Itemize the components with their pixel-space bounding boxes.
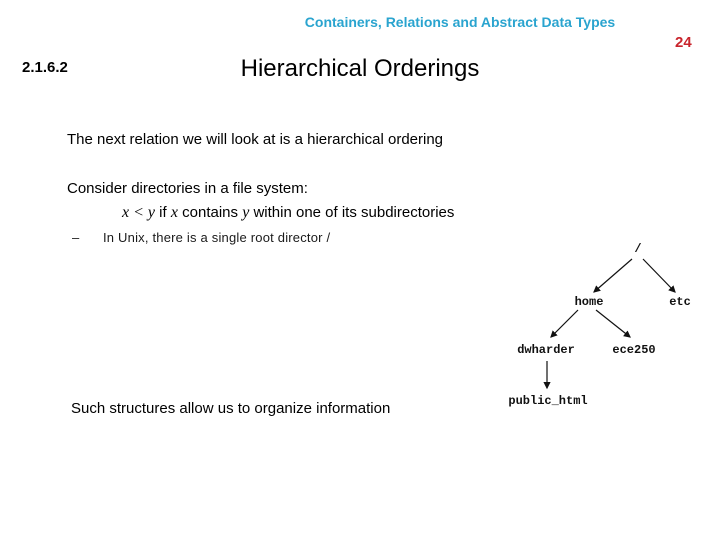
edge-root-etc: [642, 258, 676, 293]
intro-paragraph: The next relation we will look at is a h…: [67, 131, 444, 148]
page-number: 24: [675, 34, 692, 51]
tree-edge-arrows: [543, 258, 676, 390]
directory-tree-diagram: / home etc dwharder ece250 public_html: [500, 236, 710, 416]
section-number: 2.1.6.2: [22, 59, 68, 76]
math-var-y2: y: [242, 204, 250, 221]
math-var-x: x: [122, 204, 130, 221]
tree-node-home: home: [574, 295, 604, 309]
edge-root-home: [593, 258, 633, 293]
tree-node-ece250: ece250: [612, 343, 656, 357]
math-operator-lt: <: [129, 204, 148, 221]
consider-paragraph: Consider directories in a file system:: [67, 180, 308, 197]
tree-node-root: /: [634, 242, 642, 256]
edge-home-ece250: [595, 309, 631, 338]
math-var-y: y: [147, 204, 156, 221]
relation-rest-text: within one of its subdirectories: [249, 204, 455, 221]
bullet-text: In Unix, there is a single root director…: [103, 230, 331, 245]
math-var-x2: x: [170, 204, 178, 221]
relation-word-if: if: [155, 204, 171, 221]
slide-title: Hierarchical Orderings: [240, 55, 480, 82]
course-header: Containers, Relations and Abstract Data …: [304, 14, 616, 30]
unix-bullet-item: – In Unix, there is a single root directo…: [72, 230, 330, 245]
tree-node-dwharder: dwharder: [517, 343, 575, 357]
tree-node-public-html: public_html: [508, 394, 588, 408]
relation-definition: x < y if x contains y within one of its …: [122, 204, 454, 222]
tree-node-etc: etc: [669, 295, 691, 309]
closing-paragraph: Such structures allow us to organize inf…: [71, 400, 391, 417]
bullet-dash: –: [72, 230, 80, 245]
edge-home-dwharder: [550, 309, 579, 338]
relation-word-contains: contains: [177, 204, 243, 221]
